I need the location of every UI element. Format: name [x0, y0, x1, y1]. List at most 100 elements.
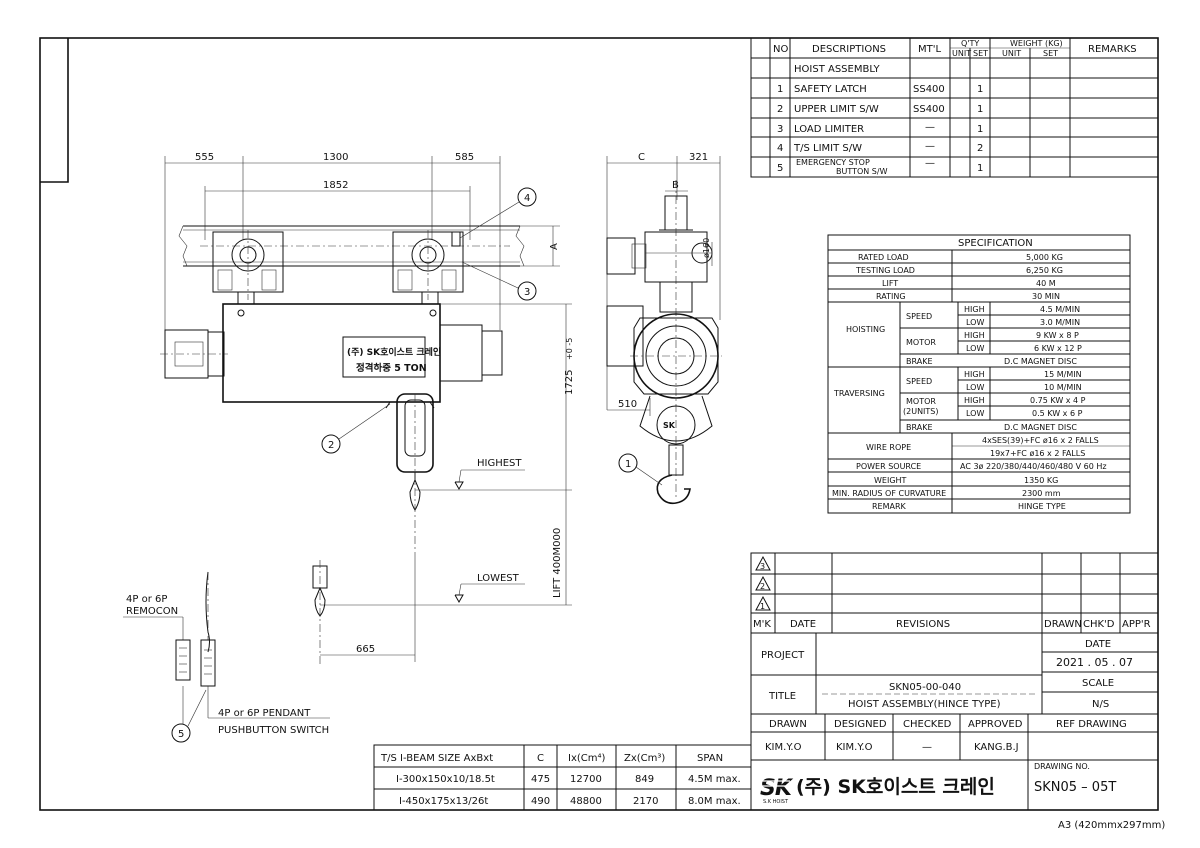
- spec-traversing-motor-units: (2UNITS): [903, 407, 939, 416]
- parts-header-qty: Q'TY: [961, 39, 979, 48]
- parts-row-mtl: —: [925, 122, 935, 133]
- spec-value: 4.5 M/MIN: [1040, 305, 1080, 314]
- spec-value: 5,000 KG: [1026, 253, 1063, 262]
- parts-row-desc: SAFETY LATCH: [794, 84, 867, 95]
- pendant-area: 4P or 6P REMOCON 4P or 6P PENDANT PUSHBU…: [123, 571, 330, 743]
- dim-510: 510: [618, 399, 637, 410]
- svg-text:2: 2: [760, 582, 765, 591]
- spec-traversing-speed: SPEED: [906, 377, 932, 386]
- parts-row-desc: EMERGENCY STOP: [796, 158, 870, 167]
- paper-size: A3 (420mmx297mm): [1058, 820, 1165, 831]
- beam-table: T/S I-BEAM SIZE AxBxt C Ix(Cm⁴) Zx(Cm³) …: [373, 744, 752, 811]
- svg-text:1: 1: [625, 459, 631, 470]
- spec-hoisting-label: HOISTING: [846, 325, 885, 334]
- callout-1: 1: [618, 453, 663, 486]
- dim-665: 665: [356, 644, 375, 655]
- spec-low: LOW: [966, 344, 984, 353]
- spec-value: 6,250 KG: [1026, 266, 1063, 275]
- beam-cell: 4.5M max.: [688, 774, 741, 785]
- revisions-table: 3 2 1 M'K DATE REVISIONS DRAWN CHK'D APP…: [750, 552, 1159, 634]
- spec-value: 40 M: [1036, 279, 1056, 288]
- company-name: (주) SK호이스트 크레인: [796, 776, 995, 798]
- parts-row-set: 1: [977, 124, 983, 135]
- beam-cell: 475: [531, 774, 550, 785]
- spec-high: HIGH: [964, 396, 985, 405]
- parts-table: NO DESCRIPTIONS MT'L Q'TY UNIT SET WEIGH…: [750, 37, 1159, 178]
- parts-header-descriptions: DESCRIPTIONS: [812, 44, 886, 55]
- spec-value: D.C MAGNET DISC: [1004, 423, 1077, 432]
- spec-value: 15 M/MIN: [1044, 370, 1082, 379]
- svg-text:2: 2: [328, 440, 334, 451]
- svg-text:3: 3: [760, 562, 765, 571]
- revision-mark: 1: [755, 595, 771, 611]
- spec-hoisting-brake: BRAKE: [906, 357, 933, 366]
- callout-4: 4: [459, 187, 537, 239]
- svg-text:3: 3: [524, 287, 530, 298]
- highest-label: HIGHEST: [477, 458, 522, 469]
- spec-label: RATED LOAD: [858, 253, 909, 262]
- parts-row-mtl: SS400: [913, 104, 945, 115]
- dim-321: 321: [689, 152, 708, 163]
- parts-row-set: 1: [977, 104, 983, 115]
- spec-value: 3.0 M/MIN: [1040, 318, 1080, 327]
- body-label-company: (주) SK호이스트 크레인: [347, 346, 441, 358]
- parts-header-mtl: MT'L: [918, 44, 941, 55]
- dim-b: B: [672, 180, 679, 191]
- parts-row-set: 2: [977, 143, 983, 154]
- spec-value: 19x7+FC ø16 x 2 FALLS: [990, 449, 1085, 458]
- spec-value: 0.75 KW x 4 P: [1030, 396, 1086, 405]
- spec-hoisting-motor: MOTOR: [906, 338, 936, 347]
- parts-row-no: 5: [777, 163, 783, 174]
- hook-block-label: SK: [663, 421, 676, 430]
- checked-label: CHECKED: [903, 719, 952, 730]
- spec-low: LOW: [966, 409, 984, 418]
- side-view: C 321 B ø160 510 SK 1: [606, 152, 722, 505]
- parts-header-qty-unit: UNIT: [952, 49, 971, 58]
- project-label: PROJECT: [761, 650, 805, 661]
- spec-label: RATING: [876, 292, 906, 301]
- parts-row-desc: HOIST ASSEMBLY: [794, 64, 881, 75]
- remocon-label-1: 4P or 6P: [126, 594, 167, 605]
- dim-1852: 1852: [323, 180, 348, 191]
- callout-3: 3: [461, 261, 537, 301]
- parts-row-desc: UPPER LIMIT S/W: [794, 104, 879, 115]
- trolley-right: [392, 230, 464, 300]
- parts-header-qty-set: SET: [973, 49, 988, 58]
- dim-555: 555: [195, 152, 214, 163]
- beam-header: SPAN: [697, 753, 723, 764]
- parts-header-no: NO: [773, 44, 788, 55]
- spec-value: AC 3ø 220/380/440/460/480 V 60 Hz: [960, 462, 1107, 471]
- scale-value: N/S: [1092, 699, 1109, 710]
- trolley-left: [212, 230, 284, 300]
- dim-585: 585: [455, 152, 474, 163]
- rev-header-drawn: DRAWN: [1044, 619, 1082, 630]
- company-logo: SK S.K HOIST: [760, 776, 795, 805]
- scale-label: SCALE: [1082, 678, 1114, 689]
- spec-value: 4xSES(39)+FC ø16 x 2 FALLS: [982, 436, 1099, 445]
- spec-value: 6 KW x 12 P: [1034, 344, 1082, 353]
- spec-hoisting-speed: SPEED: [906, 312, 932, 321]
- spec-high: HIGH: [964, 331, 985, 340]
- title-line1: SKN05-00-040: [889, 682, 961, 693]
- spec-value: D.C MAGNET DISC: [1004, 357, 1077, 366]
- rev-header-chkd: CHK'D: [1083, 619, 1115, 630]
- spec-value: 9 KW x 8 P: [1036, 331, 1079, 340]
- parts-row-desc: LOAD LIMITER: [794, 124, 864, 135]
- spec-value: HINGE TYPE: [1018, 502, 1066, 511]
- pendant-label-2: PUSHBUTTON SWITCH: [218, 725, 329, 736]
- approved-label: APPROVED: [968, 719, 1023, 730]
- pendant-label-1: 4P or 6P PENDANT: [218, 708, 311, 719]
- lowest-label: LOWEST: [477, 573, 520, 584]
- dim-160: ø160: [702, 238, 711, 258]
- rev-header-mk: M'K: [753, 619, 771, 630]
- remocon-label-2: REMOCON: [126, 606, 178, 617]
- lift-dim: LIFT 400M000: [552, 528, 563, 598]
- spec-label: POWER SOURCE: [856, 462, 921, 471]
- spec-low: LOW: [966, 383, 984, 392]
- hook-side: [656, 474, 691, 505]
- beam-header: C: [537, 753, 544, 764]
- remocon-device: [175, 639, 191, 681]
- spec-value: 30 MIN: [1032, 292, 1060, 301]
- callout-5: 5: [171, 686, 207, 743]
- rev-header-date: DATE: [790, 619, 816, 630]
